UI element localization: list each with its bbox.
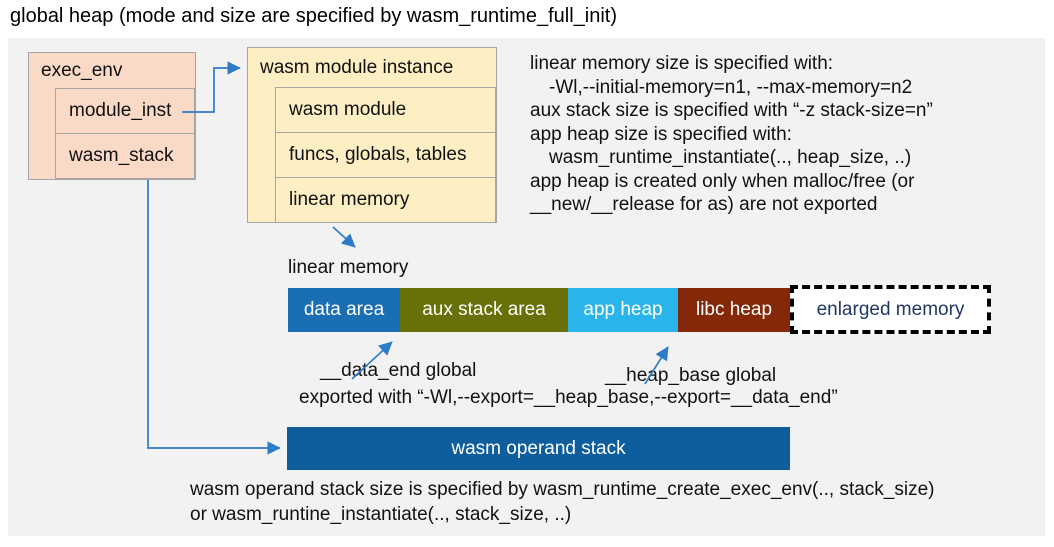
module-instance-box: wasm module instance wasm module funcs, …	[247, 47, 497, 223]
exec-env-row-module-inst: module_inst	[55, 88, 195, 134]
note-line: or wasm_runtine_instantiate(.., stack_si…	[190, 504, 572, 525]
memory-segment-libc-heap: libc heap	[678, 288, 790, 332]
module-instance-header: wasm module instance	[260, 57, 454, 78]
memory-segment-data-area: data area	[288, 288, 400, 332]
note-line: -Wl,--initial-memory=n1, --max-memory=n2	[549, 76, 913, 98]
note-line: aux stack size is specified with “-z sta…	[530, 100, 933, 121]
export-note: exported with “-Wl,--export=__heap_base,…	[299, 387, 838, 408]
notes-bottom: wasm operand stack size is specified by …	[190, 477, 935, 527]
exec-env-box: exec_env module_inst wasm_stack	[28, 52, 196, 180]
memory-segment-aux-stack-area: aux stack area	[400, 288, 568, 332]
note-line: wasm_runtime_instantiate(.., heap_size, …	[549, 147, 912, 168]
note-line: wasm operand stack size is specified by …	[190, 479, 935, 500]
module-instance-row-linear-memory: linear memory	[275, 177, 496, 223]
exec-env-row-wasm-stack: wasm_stack	[55, 133, 195, 179]
memory-segment-app-heap: app heap	[568, 288, 678, 332]
data-end-global-label: __data_end global	[320, 360, 477, 381]
operand-stack-bar: wasm operand stack	[287, 427, 790, 470]
module-instance-row-wasm-module: wasm module	[275, 87, 496, 133]
note-line: app heap size is specified with:	[530, 123, 792, 145]
linear-memory-label: linear memory	[288, 257, 409, 278]
heap-base-global-label: __heap_base global	[605, 365, 777, 386]
note-line: __new/__release for as) are not exported	[530, 194, 878, 215]
diagram-title: global heap (mode and size are specified…	[10, 5, 617, 27]
exec-env-header: exec_env	[41, 60, 123, 81]
note-line: app heap is created only when malloc/fre…	[530, 170, 915, 192]
note-line: linear memory size is specified with:	[530, 53, 834, 74]
notes-right: linear memory size is specified with: -W…	[530, 52, 1035, 217]
module-instance-row-funcs-globals-tables: funcs, globals, tables	[275, 132, 496, 178]
memory-segment-enlarged-memory: enlarged memory	[790, 285, 991, 334]
